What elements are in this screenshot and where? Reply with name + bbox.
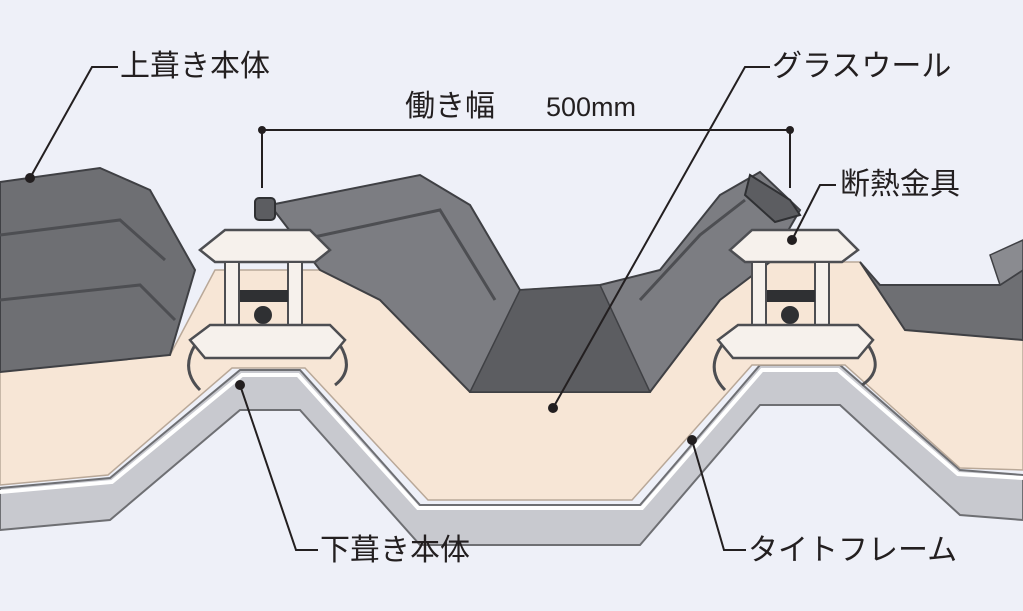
upper-roof-left-rib [0,218,166,262]
leader-tight-frame [691,439,746,551]
right-insulation-bracket [712,173,877,392]
left-insulation-bracket [187,197,348,392]
working-width-dimension [258,126,794,188]
upper-roof-left-rib2 [0,283,177,322]
upper-roof-middle-rib2 [638,198,746,302]
upper-roof-far-right [989,239,1023,287]
leader-bracket [791,184,836,241]
upper-roof-left [0,166,197,374]
upper-roof-middle-rib [299,208,497,301]
upper-roof-right [859,261,1023,342]
upper-roof-valley [468,284,652,393]
leader-glass-wool [552,66,770,409]
label-lower-roof-body: 下葺き本体 [320,533,470,568]
label-insulation-bracket: 断熱金具 [840,167,960,202]
label-tight-frame: タイトフレーム [748,533,958,568]
label-width-value: 500mm [546,92,637,122]
lower-sheet-highlight [0,368,1023,510]
label-working-width: 働き幅 [405,89,495,124]
leader-lines [25,66,836,551]
upper-roof-middle [268,170,802,393]
leader-upper-roof [29,66,118,179]
label-upper-roof-body: 上葺き本体 [120,49,270,84]
lower-base-sheet [0,364,1023,546]
leader-lower-roof [239,384,318,551]
label-glass-wool: グラスウール [772,49,952,84]
